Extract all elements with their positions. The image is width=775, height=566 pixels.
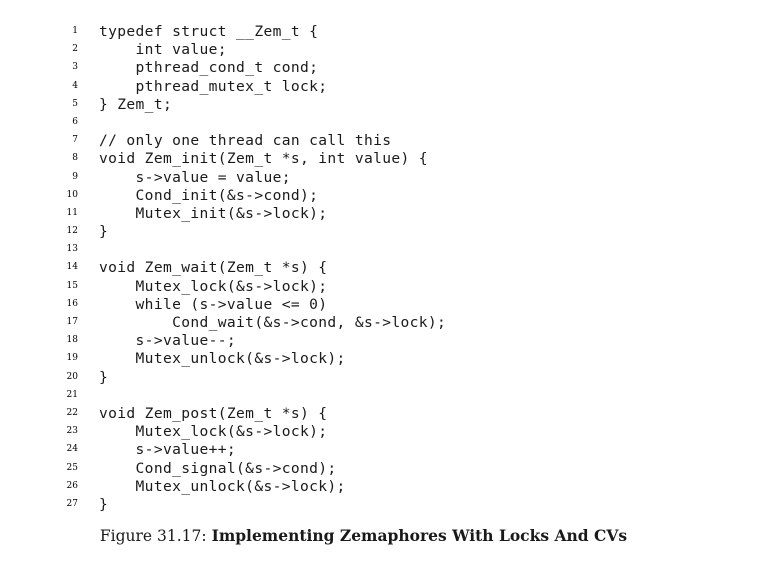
code-text: Cond_wait(&s->cond, &s->lock); (99, 314, 447, 331)
line-number: 15 (66, 280, 78, 291)
code-text: Mutex_unlock(&s->lock); (99, 477, 346, 495)
line-number: 18 (66, 335, 78, 346)
code-line: 5 } Zem_t; (0, 96, 775, 114)
line-number: 17 (66, 317, 78, 327)
code-text: pthread_cond_t cond; (99, 59, 319, 77)
code-text: Mutex_init(&s->lock); (99, 204, 328, 222)
code-line: 24 s->value++; (0, 441, 775, 459)
code-line: 10 Cond_init(&s->cond); (0, 187, 775, 205)
code-line: 23 Mutex_lock(&s->lock); (0, 423, 775, 441)
code-text: void Zem_init(Zem_t *s, int value) { (99, 150, 428, 168)
line-number: 1 (72, 26, 78, 36)
code-line: 22 void Zem_post(Zem_t *s) { (0, 405, 775, 423)
line-number: 14 (66, 262, 78, 273)
code-line: 19 Mutex_unlock(&s->lock); (0, 350, 775, 368)
code-text: void Zem_post(Zem_t *s) { (99, 404, 328, 422)
code-line: 6 (0, 114, 775, 132)
code-text: Cond_signal(&s->cond); (99, 459, 337, 477)
code-line: 26 Mutex_unlock(&s->lock); (0, 478, 775, 496)
line-number: 3 (72, 62, 78, 73)
code-text: s->value = value; (99, 168, 291, 186)
line-number: 27 (66, 498, 78, 509)
line-number: 7 (72, 135, 78, 146)
caption-label: Figure 31.17: (99, 527, 207, 545)
code-line: 15 Mutex_lock(&s->lock); (0, 278, 775, 296)
code-text: } (99, 368, 109, 386)
figure-caption: Figure 31.17: Implementing Zemaphores Wi… (0, 526, 727, 545)
line-number: 25 (66, 462, 78, 473)
code-line: 7 // only one thread can call this (0, 132, 775, 150)
line-number: 4 (72, 80, 78, 91)
code-text: } (99, 495, 109, 513)
caption-title: Implementing Zemaphores With Locks And C… (211, 526, 628, 545)
code-text: int value; (99, 41, 227, 59)
code-line: 11 Mutex_init(&s->lock); (0, 205, 775, 223)
code-line: 27} (0, 496, 775, 514)
code-line: 18 s->value--; (0, 332, 775, 350)
line-number: 24 (66, 444, 78, 455)
code-text: Mutex_lock(&s->lock); (99, 277, 328, 295)
code-line: 1 typedef struct __Zem_t { (0, 23, 775, 41)
code-line: 21 (0, 387, 775, 405)
code-text: s->value--; (99, 332, 237, 350)
code-text: } (99, 223, 109, 241)
code-text: Cond_init(&s->cond); (99, 186, 319, 204)
line-number: 20 (66, 371, 78, 382)
code-line: 4 pthread_mutex_t lock; (0, 78, 775, 96)
line-number: 8 (72, 153, 78, 164)
line-number: 9 (72, 171, 78, 182)
line-number: 19 (66, 353, 78, 364)
line-number: 5 (72, 98, 78, 109)
code-line: 13 (0, 241, 775, 259)
code-text: s->value++; (99, 441, 237, 459)
line-number: 16 (66, 298, 78, 309)
code-text: void Zem_wait(Zem_t *s) { (99, 259, 328, 277)
code-line: 20} (0, 369, 775, 387)
code-text: // only one thread can call this (99, 132, 392, 150)
code-line: 8 void Zem_init(Zem_t *s, int value) { (0, 150, 775, 168)
line-number: 10 (66, 189, 78, 200)
line-number: 6 (72, 116, 78, 127)
code-line: 17 Cond_wait(&s->cond, &s->lock); (0, 314, 775, 332)
line-number: 2 (72, 44, 78, 55)
line-number: 26 (66, 480, 78, 491)
code-line: 12} (0, 223, 775, 241)
code-line: 14 void Zem_wait(Zem_t *s) { (0, 259, 775, 277)
code-text: } Zem_t; (99, 95, 173, 113)
code-line: 25 Cond_signal(&s->cond); (0, 460, 775, 478)
line-number: 22 (66, 407, 78, 418)
code-line: 9 s->value = value; (0, 169, 775, 187)
code-line: 16 while (s->value <= 0) (0, 296, 775, 314)
code-text: Mutex_unlock(&s->lock); (99, 350, 346, 368)
code-text: Mutex_lock(&s->lock); (99, 423, 328, 441)
code-text: typedef struct __Zem_t { (99, 23, 319, 40)
line-number: 21 (66, 389, 78, 400)
line-number: 23 (66, 426, 78, 437)
code-line: 2 int value; (0, 41, 775, 59)
code-text: while (s->value <= 0) (99, 295, 328, 313)
code-line: 3 pthread_cond_t cond; (0, 59, 775, 77)
line-number: 11 (66, 207, 78, 218)
code-text: pthread_mutex_t lock; (99, 77, 328, 95)
line-number: 12 (66, 226, 78, 237)
line-number: 13 (66, 244, 78, 255)
